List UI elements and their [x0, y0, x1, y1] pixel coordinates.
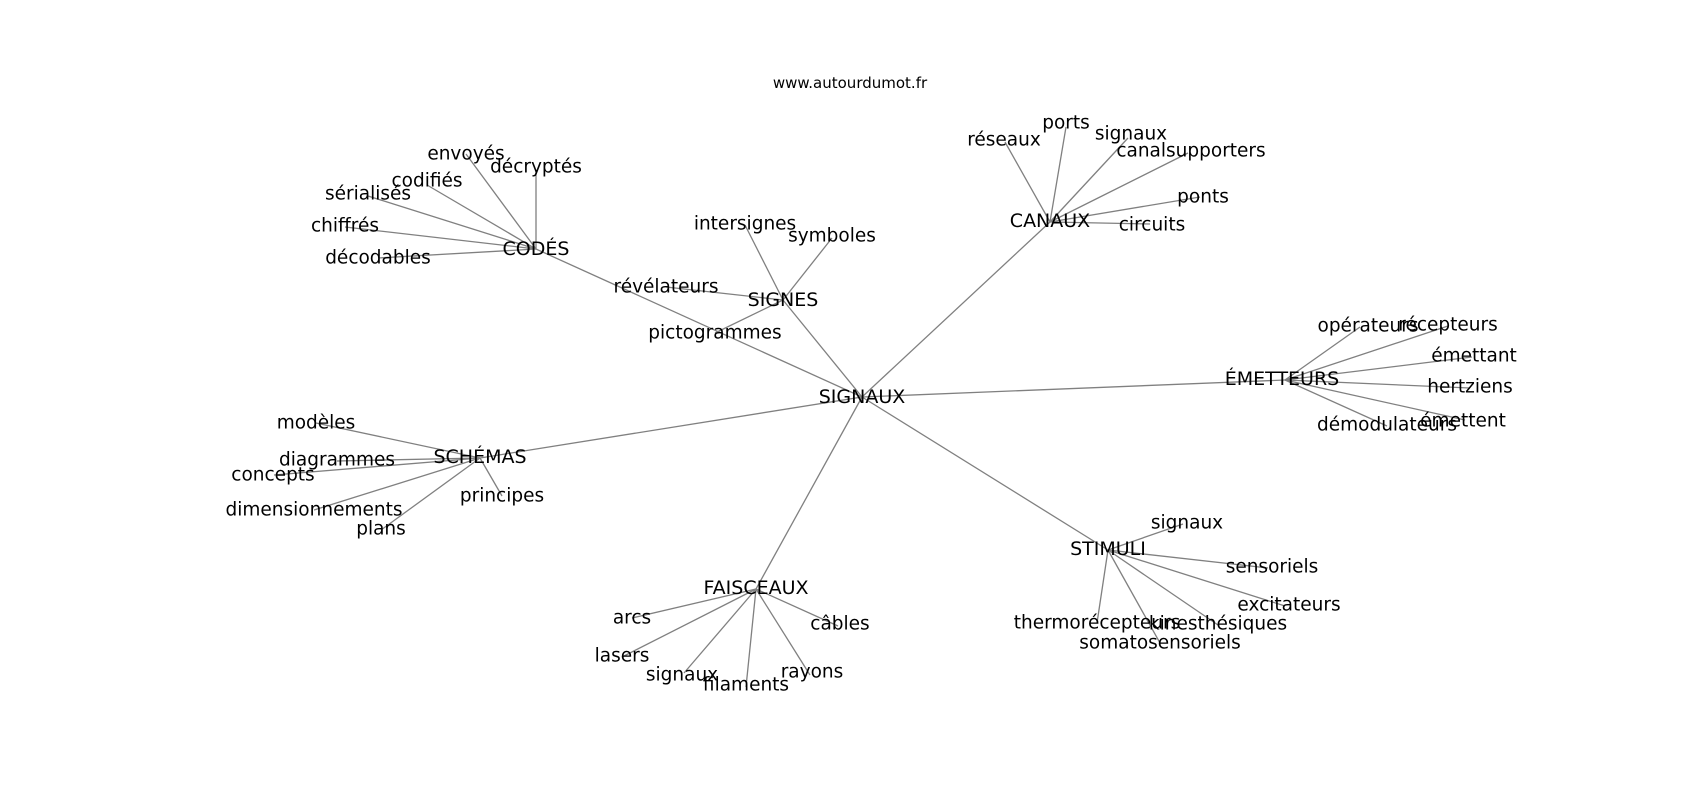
edge-schemas-leaf — [315, 422, 481, 459]
edge-faisceaux-leaf — [755, 588, 811, 676]
edge-center-schemas — [479, 396, 863, 459]
edge-faisceaux-leaf — [683, 588, 757, 674]
leaf-node-emetteurs: émettent — [1420, 411, 1506, 432]
hub-node-stimuli: STIMULI — [1070, 538, 1146, 560]
hub-node-canaux: CANAUX — [1010, 210, 1090, 232]
edge-faisceaux-leaf — [755, 588, 839, 627]
edge-codes-leaf — [465, 153, 537, 250]
leaf-node-emetteurs: récepteurs — [1398, 315, 1497, 336]
edge-center-stimuli — [861, 396, 1109, 551]
edge-emetteurs-leaf — [1284, 379, 1471, 389]
edge-schemas-leaf — [273, 457, 481, 476]
edge-schemas-leaf — [380, 457, 481, 531]
leaf-node-codes: décodables — [325, 248, 431, 269]
source-watermark: www.autourdumot.fr — [773, 74, 928, 92]
leaf-node-canaux: canalsupporters — [1116, 141, 1265, 162]
edge-emetteurs-leaf — [1284, 326, 1361, 381]
hub-node-schemas: SCHÉMAS — [433, 445, 526, 468]
center-node-label: SIGNAUX — [819, 386, 906, 408]
leaf-node-faisceaux: câbles — [810, 614, 869, 635]
leaf-node-canaux: réseaux — [967, 130, 1041, 151]
leaf-node-stimuli: excitateurs — [1237, 595, 1340, 616]
leaf-node-emetteurs: hertziens — [1427, 377, 1513, 398]
leaf-node-stimuli: thermorécepteurs — [1014, 613, 1180, 634]
edge-center-faisceaux — [755, 396, 863, 590]
edge-faisceaux-leaf — [631, 588, 757, 619]
edge-signes-leaf — [665, 286, 784, 301]
leaf-node-codes: décryptés — [490, 157, 582, 178]
leaf-node-codes: codifiés — [391, 171, 462, 192]
edge-stimuli-leaf — [1107, 549, 1269, 569]
hub-node-faisceaux: FAISCEAUX — [703, 577, 808, 599]
leaf-node-schemas: principes — [460, 486, 544, 507]
hub-node-emetteurs: ÉMETTEURS — [1225, 367, 1339, 390]
edge-center-canaux — [861, 221, 1051, 398]
leaf-node-schemas: plans — [356, 519, 406, 540]
leaf-node-signes: intersignes — [694, 214, 796, 235]
edge-signes-leaf — [744, 224, 784, 301]
leaf-node-codes: chiffrés — [311, 216, 379, 237]
edge-canaux-leaf — [1049, 152, 1189, 223]
edge-codes-leaf — [377, 248, 537, 259]
leaf-node-codes: sérialisés — [325, 184, 411, 205]
leaf-node-emetteurs: émettant — [1431, 346, 1517, 367]
leaf-node-signes: pictogrammes — [648, 323, 781, 344]
leaf-node-schemas: concepts — [231, 465, 314, 486]
leaf-node-stimuli: somatosensoriels — [1079, 633, 1241, 654]
edge-schemas-leaf — [313, 457, 481, 511]
leaf-node-canaux: ponts — [1177, 187, 1229, 208]
edge-emetteurs-leaf — [1284, 325, 1449, 381]
leaf-node-signes: révélateurs — [614, 277, 719, 298]
edge-signes-leaf — [714, 299, 784, 334]
edge-faisceaux-leaf — [621, 588, 757, 658]
edge-canaux-leaf — [1049, 196, 1201, 223]
edge-canaux-leaf — [1049, 137, 1129, 223]
edge-stimuli-leaf — [1107, 549, 1219, 626]
edge-emetteurs-leaf — [1284, 379, 1388, 427]
edge-canaux-leaf — [1004, 141, 1051, 223]
leaf-node-faisceaux: arcs — [613, 608, 651, 629]
leaf-node-canaux: circuits — [1119, 215, 1185, 236]
leaf-node-faisceaux: signaux — [646, 665, 718, 686]
leaf-node-stimuli: sensoriels — [1226, 557, 1319, 578]
graph-edges — [273, 126, 1473, 688]
edge-center-codes — [535, 248, 863, 398]
leaf-node-schemas: dimensionnements — [226, 500, 403, 521]
edge-schemas-leaf — [479, 457, 503, 497]
leaf-node-stimuli: kinesthésiques — [1149, 614, 1287, 635]
edge-emetteurs-leaf — [1284, 379, 1466, 421]
edge-stimuli-leaf — [1107, 549, 1286, 607]
edge-schemas-leaf — [336, 457, 481, 462]
leaf-node-canaux: ports — [1042, 113, 1090, 134]
edge-signes-leaf — [782, 237, 833, 301]
leaf-node-canaux: signaux — [1095, 124, 1167, 145]
edge-stimuli-leaf — [1096, 549, 1109, 624]
edge-stimuli-leaf — [1107, 523, 1184, 551]
leaf-node-emetteurs: opérateurs — [1318, 316, 1419, 337]
leaf-node-faisceaux: lasers — [595, 646, 650, 667]
hub-node-signes: SIGNES — [748, 289, 819, 311]
leaf-node-signes: symboles — [788, 226, 876, 247]
leaf-node-faisceaux: rayons — [781, 662, 844, 683]
leaf-node-emetteurs: démodulateurs — [1317, 415, 1457, 436]
edge-canaux-leaf — [1049, 221, 1151, 225]
edge-codes-leaf — [367, 195, 537, 250]
edge-canaux-leaf — [1049, 126, 1067, 223]
leaf-node-schemas: diagrammes — [279, 450, 395, 471]
edge-center-emetteurs — [861, 379, 1286, 398]
hub-node-codes: CODÉS — [503, 237, 570, 260]
edge-emetteurs-leaf — [1284, 356, 1473, 381]
edge-codes-leaf — [426, 184, 537, 250]
edge-codes-leaf — [344, 226, 537, 250]
edge-faisceaux-leaf — [745, 588, 757, 688]
leaf-node-faisceaux: filaments — [703, 675, 789, 696]
leaf-node-schemas: modèles — [277, 413, 356, 434]
leaf-node-stimuli: signaux — [1151, 513, 1223, 534]
edge-stimuli-leaf — [1107, 549, 1161, 644]
leaf-node-codes: envoyés — [427, 144, 504, 165]
edge-center-signes — [782, 299, 863, 398]
